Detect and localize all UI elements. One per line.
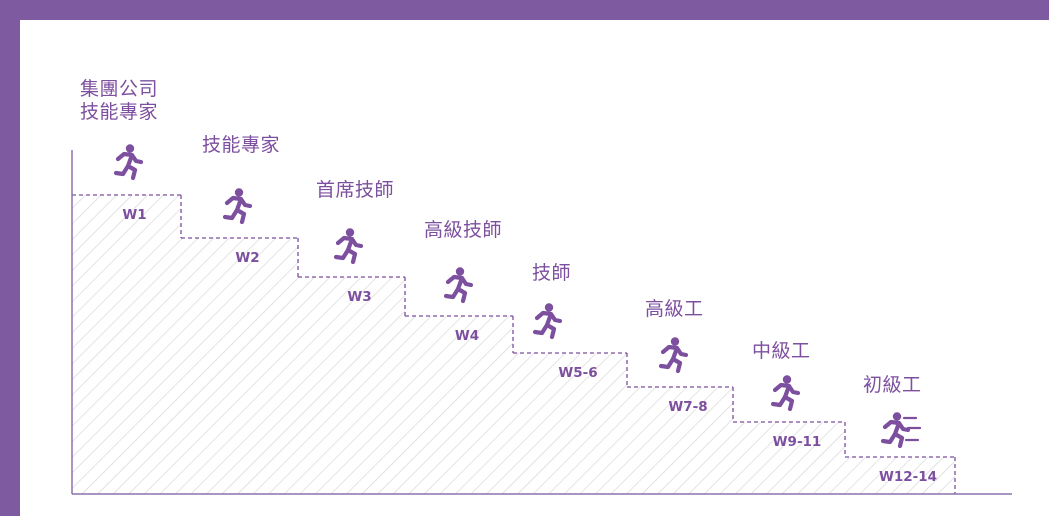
week-label: W9-11 <box>773 434 822 450</box>
week-label: W7-8 <box>668 399 707 415</box>
frame-top-bar <box>0 0 1049 20</box>
runner-icons <box>113 144 922 449</box>
level-title: 高級工 <box>645 298 704 321</box>
level-title: 高級技師 <box>424 219 502 242</box>
frame-left-bar <box>0 0 20 516</box>
running-person-icon <box>333 228 364 265</box>
level-title-line: 首席技師 <box>316 179 395 201</box>
level-title: 技師 <box>532 262 571 285</box>
level-title: 初級工 <box>863 374 922 397</box>
running-person-icon <box>658 337 689 374</box>
level-title: 首席技師 <box>316 179 394 202</box>
staircase-dashed-outline <box>72 194 956 494</box>
running-person-icon <box>443 267 474 304</box>
level-title-line: 中級工 <box>752 340 811 362</box>
level-title: 集團公司技能專家 <box>80 78 158 124</box>
level-title-line: 集團公司 <box>80 78 159 100</box>
week-label: W4 <box>455 328 479 344</box>
level-title-line: 高級工 <box>645 298 704 320</box>
running-person-icon <box>770 375 801 412</box>
level-title: 中級工 <box>752 340 811 363</box>
running-person-icon <box>222 188 253 225</box>
week-label: W3 <box>347 289 371 305</box>
running-person-icon <box>532 303 563 340</box>
level-title-line: 初級工 <box>863 374 922 396</box>
week-label: W1 <box>122 207 146 223</box>
staircase-hatched-area <box>72 195 955 494</box>
level-title-line: 技師 <box>532 262 572 284</box>
level-title-line: 技能專家 <box>80 101 159 123</box>
level-title-line: 技能專家 <box>202 134 281 156</box>
week-label: W5-6 <box>558 365 597 381</box>
level-title: 技能專家 <box>202 134 280 157</box>
week-label: W12-14 <box>879 469 937 485</box>
running-person-icon <box>113 144 144 181</box>
level-title-line: 高級技師 <box>424 219 503 241</box>
week-label: W2 <box>235 250 259 266</box>
running-person-fast-icon <box>880 412 922 449</box>
